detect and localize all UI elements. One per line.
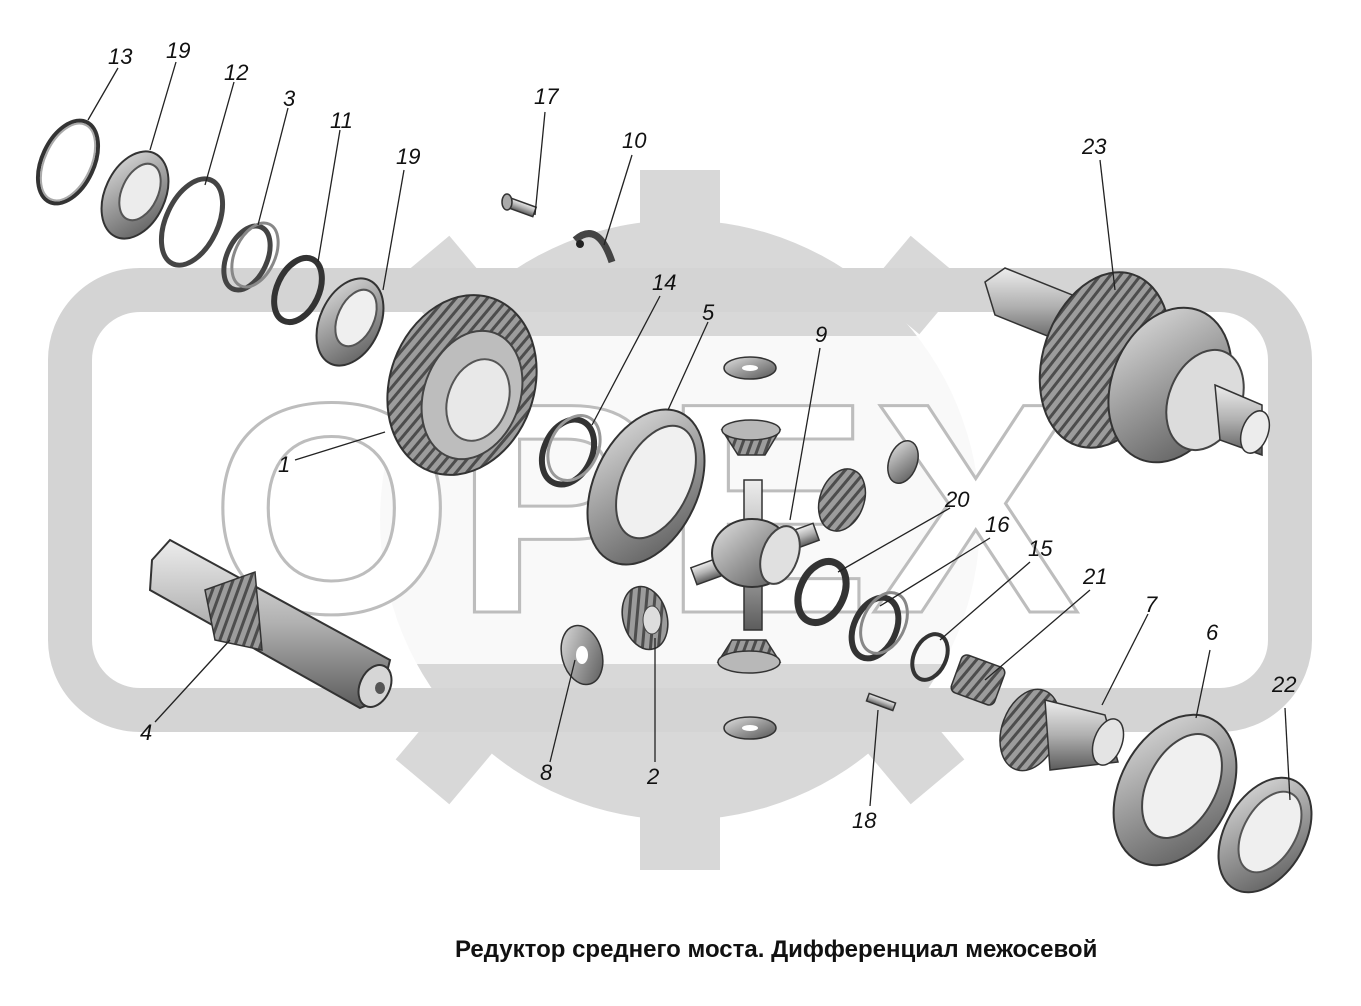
part-10-lock-plate	[572, 230, 616, 264]
callout-3: 3	[283, 86, 296, 111]
callout-7: 7	[1145, 592, 1158, 617]
callout-19: 19	[166, 38, 190, 63]
part-3-ring	[221, 221, 280, 293]
callout-15: 15	[1028, 536, 1053, 561]
callout-2: 2	[646, 764, 659, 789]
callout-18: 18	[852, 808, 877, 833]
part-16-ring	[848, 591, 909, 662]
callout-22: 22	[1271, 672, 1296, 697]
part-22-bearing	[1217, 776, 1313, 894]
part-19-bearing-left	[100, 150, 170, 240]
part-5-differential-case-half	[586, 408, 706, 566]
part-1-drive-gear	[386, 294, 538, 476]
part-4-input-shaft	[148, 538, 393, 710]
upper-thrust-washer	[723, 356, 777, 380]
leader-lines	[87, 61, 1291, 807]
part-19-bearing	[315, 277, 385, 367]
callout-16: 16	[985, 512, 1010, 537]
part-17-bolt	[501, 193, 538, 218]
callout-11: 11	[330, 108, 353, 133]
callout-17: 17	[534, 84, 559, 109]
part-12-ring	[158, 176, 226, 268]
part-18-pin	[865, 692, 897, 712]
callout-10: 10	[622, 128, 647, 153]
part-21-needle-bearing	[950, 654, 1006, 706]
part-7-side-gear	[999, 688, 1125, 772]
callout-13: 13	[108, 44, 133, 69]
part-11-ring	[271, 254, 325, 326]
callout-23: 23	[1081, 134, 1107, 159]
part-20-ring	[794, 558, 850, 626]
callout-21: 21	[1082, 564, 1107, 589]
callout-6: 6	[1206, 620, 1219, 645]
part-2-satellite-gear	[621, 585, 669, 651]
callout-9: 9	[815, 322, 827, 347]
callout-12: 12	[224, 60, 248, 85]
watermark-frame	[48, 268, 1312, 732]
callout-14: 14	[652, 270, 676, 295]
lower-satellite-gear	[716, 639, 782, 674]
callout-4: 4	[140, 720, 152, 745]
part-8-thrust-washer	[560, 624, 604, 686]
callout-5: 5	[702, 300, 715, 325]
part-9-spider-cross	[689, 479, 821, 631]
right-thrust-washer	[887, 440, 919, 484]
right-satellite-gear	[817, 468, 867, 532]
diagram-caption: Редуктор среднего моста. Дифференциал ме…	[455, 936, 1098, 963]
lower-thrust-washer	[723, 716, 777, 740]
callout-19: 19	[396, 144, 420, 169]
callout-20: 20	[944, 487, 970, 512]
callout-8: 8	[540, 760, 553, 785]
part-13-snap-ring	[35, 118, 101, 206]
callout-labels: 13 19 12 3 11 19 1 4 14 5 17 10 9 20 16 …	[108, 38, 1296, 833]
upper-satellite-gear	[720, 419, 782, 456]
part-14-ring	[538, 414, 602, 488]
part-6-differential-case-half	[1112, 713, 1238, 867]
callout-1: 1	[278, 452, 290, 477]
part-15-ring	[910, 632, 950, 682]
part-23-differential-assembly	[984, 267, 1271, 464]
